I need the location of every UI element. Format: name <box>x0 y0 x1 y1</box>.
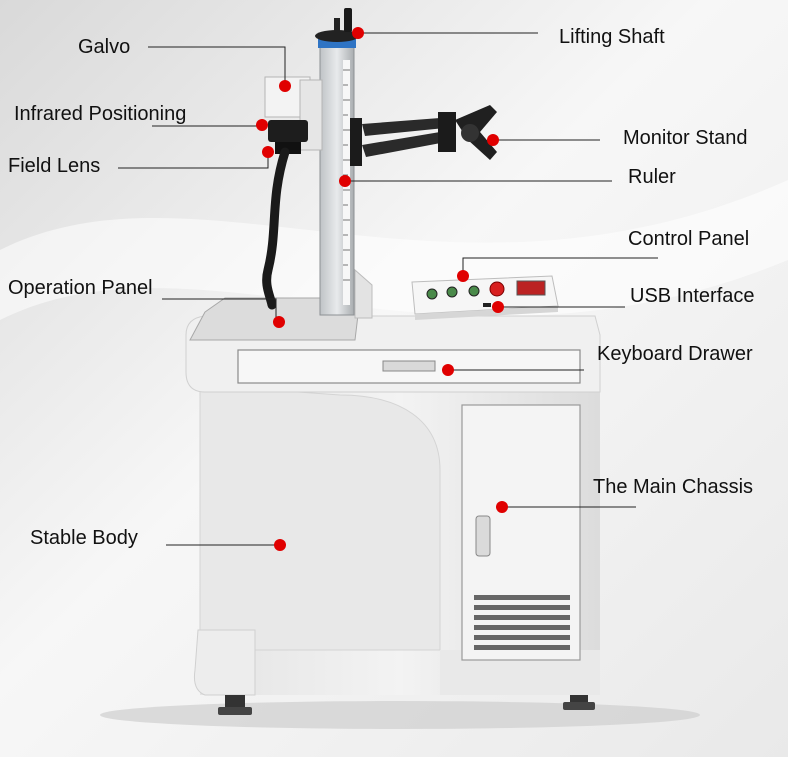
marker-control-panel <box>457 270 469 282</box>
marker-operation-panel <box>273 316 285 328</box>
floor-shadow <box>100 701 700 729</box>
label-monitor-stand: Monitor Stand <box>623 127 748 149</box>
lifting-column <box>315 8 373 319</box>
label-main-chassis: The Main Chassis <box>593 476 754 498</box>
marker-infrared-positioning <box>256 119 268 131</box>
leader-galvo <box>148 46 286 86</box>
marker-monitor-stand <box>487 134 499 146</box>
label-galvo: Galvo <box>78 36 131 58</box>
chassis-lock <box>475 515 491 557</box>
marker-lifting-shaft <box>352 27 364 39</box>
label-infrared-positioning: Infrared Positioning <box>14 103 187 125</box>
label-operation-panel: Operation Panel <box>8 277 153 299</box>
label-ruler: Ruler <box>628 166 676 188</box>
leader-operation-panel <box>162 298 277 322</box>
galvo-head <box>264 76 323 154</box>
marker-galvo <box>279 80 291 92</box>
monitor-stand <box>350 105 497 166</box>
label-usb-interface: USB Interface <box>630 285 755 307</box>
fiber-cable <box>262 147 290 310</box>
background-swoosh <box>0 180 788 320</box>
marker-ruler <box>339 175 351 187</box>
main-chassis <box>461 404 581 661</box>
marker-usb-interface <box>492 301 504 313</box>
marker-main-chassis <box>496 501 508 513</box>
marker-field-lens <box>262 146 274 158</box>
label-lifting-shaft: Lifting Shaft <box>559 26 665 48</box>
marker-keyboard-drawer <box>442 364 454 376</box>
label-field-lens: Field Lens <box>8 155 101 177</box>
label-control-panel: Control Panel <box>628 228 750 250</box>
marker-stable-body <box>274 539 286 551</box>
usb-port <box>483 303 491 307</box>
drawer-handle <box>382 360 436 372</box>
control-panel <box>411 275 559 320</box>
label-stable-body: Stable Body <box>30 527 138 549</box>
label-keyboard-drawer: Keyboard Drawer <box>597 343 753 365</box>
